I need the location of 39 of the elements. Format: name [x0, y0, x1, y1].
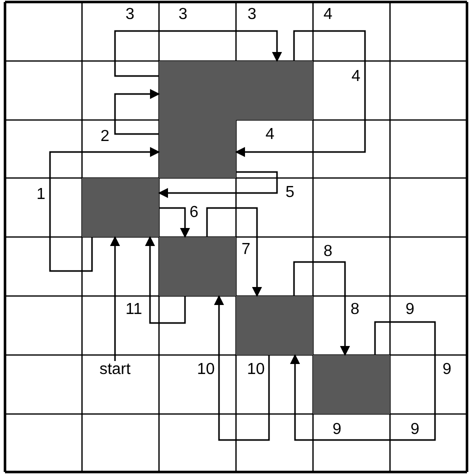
arrow [235, 30, 366, 157]
callout-number: 4 [352, 68, 360, 86]
arrow [110, 236, 120, 361]
callout-number: 3 [248, 6, 256, 24]
callout-number: 5 [286, 184, 294, 202]
callout-number: 9 [410, 421, 420, 439]
shaded-cell [313, 355, 390, 414]
arrow [145, 236, 186, 324]
callout-number: 8 [324, 243, 332, 261]
arrow [159, 207, 190, 238]
arrow [158, 171, 278, 198]
callout-number: 10 [247, 361, 265, 379]
callout-number: 8 [350, 301, 360, 319]
arrow [206, 207, 262, 297]
arrow [290, 321, 436, 441]
callout-number: 6 [190, 204, 198, 222]
arrow [49, 147, 160, 272]
start-label: start [90, 361, 140, 381]
arrow [293, 261, 350, 356]
callout-number: 4 [266, 126, 274, 144]
shaded-cell [236, 61, 313, 120]
shaded-cell [159, 120, 236, 178]
callout-number: 4 [324, 6, 332, 24]
callout-number: 9 [332, 421, 342, 439]
callout-number: 9 [406, 301, 414, 319]
callout-number: 9 [442, 361, 452, 379]
shaded-cell [159, 237, 236, 296]
shaded-cell [236, 296, 313, 355]
callout-number: 3 [126, 6, 134, 24]
callout-number: 3 [178, 6, 188, 24]
callout-number: 7 [242, 241, 250, 259]
callout-number: 1 [36, 186, 46, 204]
arrow [214, 295, 270, 441]
callout-number: 10 [197, 361, 215, 379]
callout-number: 2 [100, 128, 110, 146]
shaded-cell [82, 178, 159, 237]
arrow [114, 30, 282, 77]
callout-number: 11 [126, 301, 142, 319]
arrow [114, 89, 160, 135]
